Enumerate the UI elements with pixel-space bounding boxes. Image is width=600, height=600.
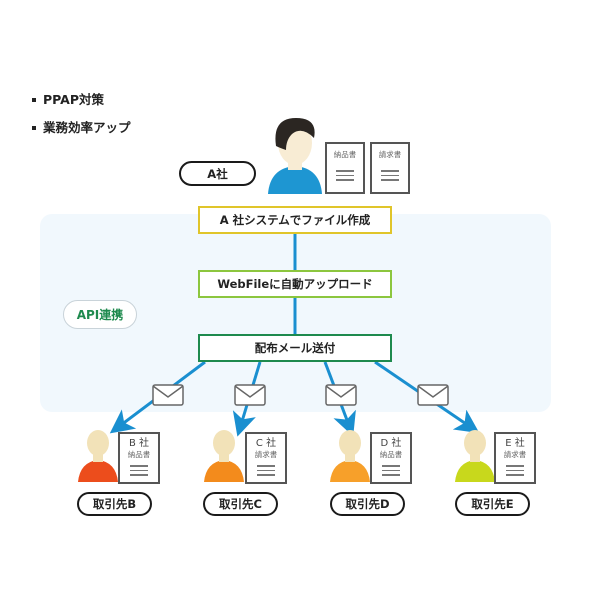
document-title: 請求書 <box>503 450 527 459</box>
bullet-square-icon <box>32 126 36 130</box>
step-auto-upload: WebFileに自動アップロード <box>198 270 392 298</box>
bullet-item: 業務効率アップ <box>32 114 131 142</box>
bullet-list: PPAP対策 業務効率アップ <box>32 86 131 142</box>
envelope-icon <box>417 384 449 406</box>
document-icon: B 社 納品書 <box>118 432 160 484</box>
document-icon: C 社 請求書 <box>245 432 287 484</box>
bullet-text: PPAP対策 <box>43 92 105 107</box>
document-company: C 社 <box>255 438 277 449</box>
document-icon: 納品書 <box>325 142 365 194</box>
recipient-pill-b: 取引先B <box>77 492 152 516</box>
recipient-pill-c: 取引先C <box>203 492 278 516</box>
document-icon: 請求書 <box>370 142 410 194</box>
bullet-text: 業務効率アップ <box>43 120 131 135</box>
step-send-distribution-mail: 配布メール送付 <box>198 334 392 362</box>
document-title: 納品書 <box>127 450 151 459</box>
document-title: 請求書 <box>254 450 278 459</box>
envelope-icon <box>325 384 357 406</box>
document-company: D 社 <box>380 438 402 449</box>
api-integration-badge: API連携 <box>63 300 137 329</box>
document-icon: D 社 納品書 <box>370 432 412 484</box>
bullet-item: PPAP対策 <box>32 86 131 114</box>
sender-company-pill: A社 <box>179 161 256 186</box>
recipient-pill-e: 取引先E <box>455 492 530 516</box>
document-title: 納品書 <box>333 150 357 159</box>
envelope-icon <box>234 384 266 406</box>
document-title: 請求書 <box>378 150 402 159</box>
recipient-person-icon <box>330 430 370 482</box>
document-company: E 社 <box>505 438 525 449</box>
sender-person-icon <box>268 118 322 194</box>
recipient-person-icon <box>455 430 495 482</box>
recipient-person-icon <box>78 430 118 482</box>
step-create-file: A 社システムでファイル作成 <box>198 206 392 234</box>
envelope-icon <box>152 384 184 406</box>
document-icon: E 社 請求書 <box>494 432 536 484</box>
recipient-person-icon <box>204 430 244 482</box>
recipient-pill-d: 取引先D <box>330 492 405 516</box>
bullet-square-icon <box>32 98 36 102</box>
document-company: B 社 <box>128 438 150 449</box>
document-title: 納品書 <box>379 450 403 459</box>
